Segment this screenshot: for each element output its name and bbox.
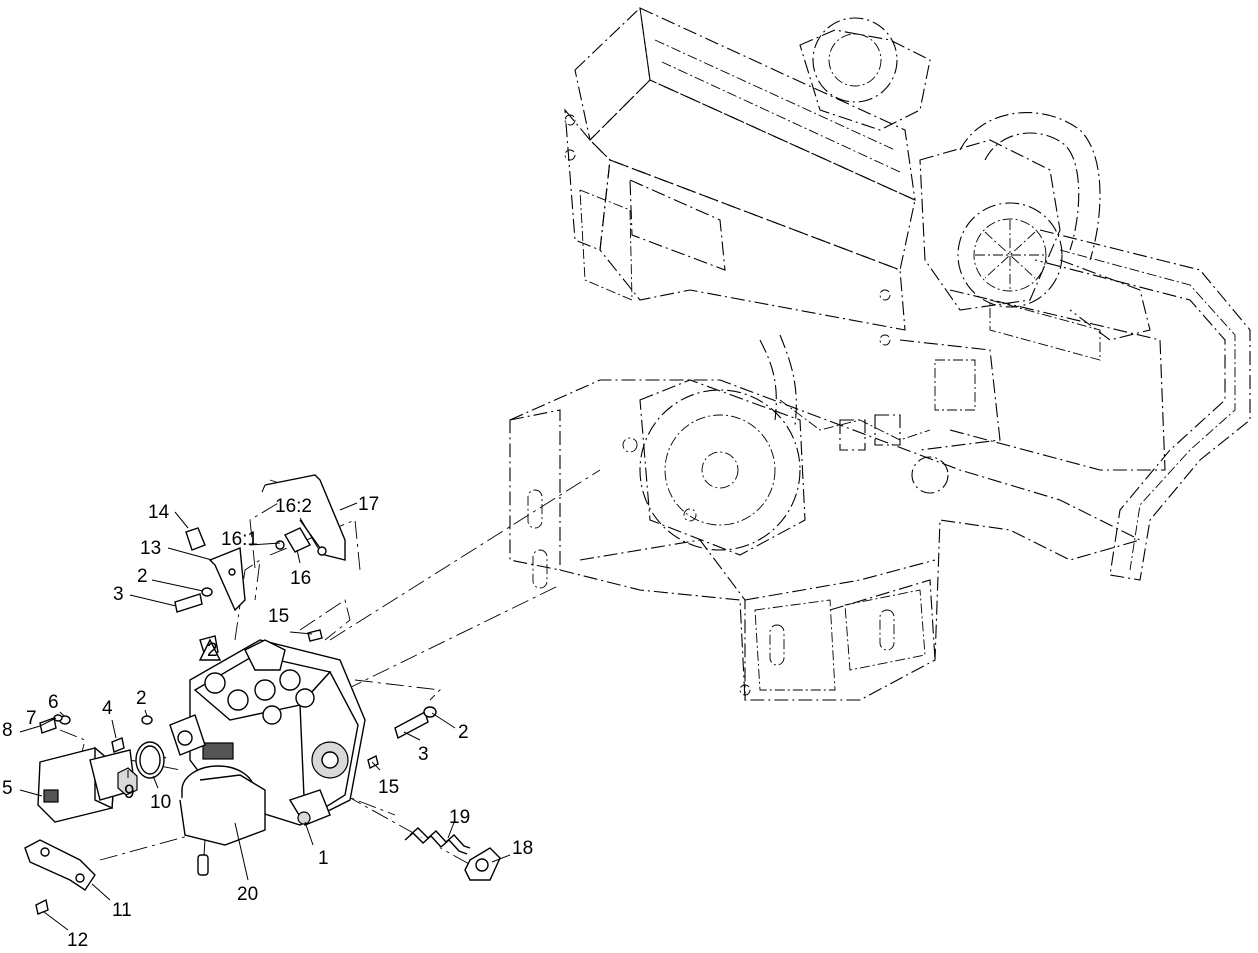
callout-20: 20 bbox=[237, 884, 258, 905]
callout-2-lower: 2 bbox=[458, 722, 469, 743]
callout-10: 10 bbox=[150, 792, 171, 813]
leader-lines bbox=[19, 502, 511, 931]
callout-19: 19 bbox=[449, 807, 470, 828]
callout-14: 14 bbox=[148, 502, 170, 523]
callout-17: 17 bbox=[358, 494, 379, 515]
callout-18: 18 bbox=[512, 838, 533, 859]
callout-4: 4 bbox=[102, 698, 113, 719]
callout-15-upper: 15 bbox=[268, 606, 289, 627]
callout-9: 9 bbox=[124, 782, 135, 803]
hydraulic-line-group bbox=[174, 474, 437, 770]
spring-and-cover bbox=[404, 827, 501, 881]
callout-16: 16 bbox=[290, 568, 311, 589]
callout-16-2: 16:2 bbox=[275, 496, 312, 517]
callout-7: 7 bbox=[26, 708, 37, 729]
callout-6: 6 bbox=[48, 692, 59, 713]
callout-2-mid: 2 bbox=[136, 688, 147, 709]
callout-5: 5 bbox=[2, 778, 13, 799]
callout-12: 12 bbox=[67, 930, 88, 951]
callout-2-upper: 2 bbox=[137, 566, 148, 587]
callout-15-lower: 15 bbox=[378, 777, 399, 798]
callout-1: 1 bbox=[318, 848, 329, 869]
callout-13: 13 bbox=[140, 538, 161, 559]
filter-canister bbox=[179, 765, 266, 876]
callout-3-upper: 3 bbox=[113, 584, 124, 605]
callout-labels: 14 13 2 3 16:1 16:2 17 16 15 2 4 2 6 7 8… bbox=[2, 494, 533, 951]
callout-2-top-arrow: 2 bbox=[207, 640, 218, 661]
callout-11: 11 bbox=[112, 900, 132, 921]
callout-8: 8 bbox=[2, 720, 13, 741]
callout-16-1: 16:1 bbox=[221, 529, 258, 550]
engine-phantom-outline bbox=[509, 6, 1251, 701]
callout-3-lower: 3 bbox=[418, 744, 429, 765]
charge-pump-group bbox=[24, 714, 165, 915]
